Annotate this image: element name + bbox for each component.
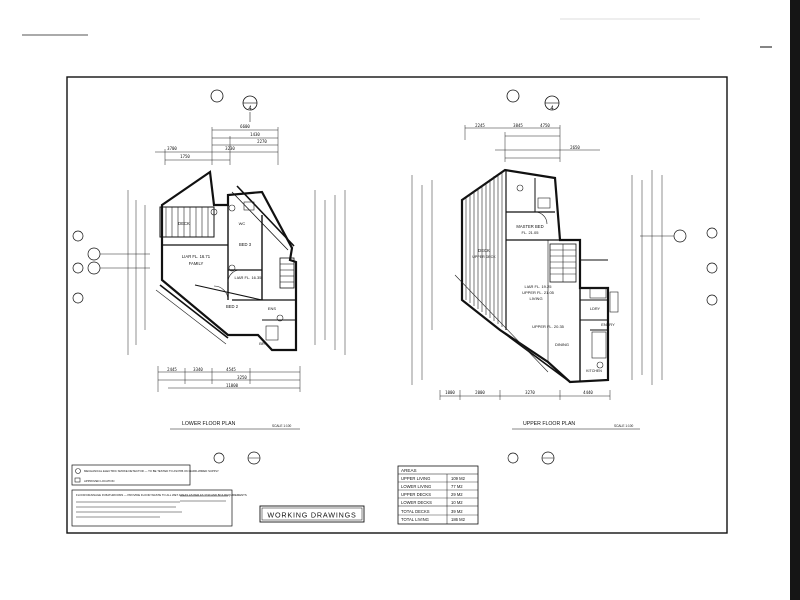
section-marker-bottom [213, 451, 261, 465]
room-label-bed3: BED 3 [239, 242, 252, 247]
room-label-wc: WC [239, 221, 246, 226]
dimension-label: 2245 [475, 123, 485, 128]
room-label-bed2: BED 2 [226, 304, 239, 309]
area-label: TOTAL DECKS [401, 509, 430, 514]
room-sub-deck: UPPER DECK [472, 255, 496, 259]
lower-room-labels: DECK LIAR FL. 16.71 FAMILY BED 3 BED 2 L… [178, 221, 276, 346]
section-number: 4 [550, 106, 554, 112]
dimension-strings-top: 6600 1430 2270 3230 1750 3700 [155, 124, 279, 165]
lower-floor-plan: 4 6600 1430 2270 3230 175 [72, 89, 346, 465]
stair-landing [279, 257, 295, 289]
room-sub-living-level: UPPER FL. 21.05 [522, 290, 555, 295]
working-drawings-stamp: WORKING DRAWINGS [259, 505, 365, 523]
room-label-deck: DECK [478, 248, 490, 253]
dimension-label: 3700 [167, 146, 177, 151]
area-label: UPPER LIVING [401, 476, 430, 481]
grid-bubbles-left [72, 230, 150, 304]
stair [549, 243, 577, 283]
room-label-deck: DECK [178, 221, 190, 226]
area-value: 186 M2 [451, 517, 466, 522]
room-label-kitchen: KITCHEN [586, 369, 602, 373]
floor-drainage-note: FLOOR DRAINAGE IN BATHROOMS — PROVIDE FL… [71, 489, 247, 527]
upper-floor-plan: 4 2245 3845 4750 2650 [411, 89, 718, 465]
room-sub-family: FAMILY [189, 261, 204, 266]
room-label-master-bed: MASTER BED [516, 224, 543, 229]
dimension-label: 2445 [167, 367, 177, 372]
room-label-living: LIVING [529, 296, 542, 301]
legend-note-approved: APPROVED LOCATION [84, 479, 114, 483]
stair [159, 206, 215, 238]
area-value: 29 M2 [451, 492, 463, 497]
area-label: LOWER LIVING [401, 484, 431, 489]
dimension-label: 4440 [583, 390, 593, 395]
legend-notes-box: MECHANICAL ELECTRIC SMOKE DETECTOR — TO … [71, 464, 219, 486]
dimension-strings-side [411, 170, 663, 385]
lower-plan-walls [155, 170, 298, 352]
area-value: 77 M2 [451, 484, 463, 489]
areas-heading: AREAS [401, 468, 417, 473]
upper-plan-walls [454, 168, 619, 384]
room-label-ens: ENS [268, 306, 277, 311]
dimension-label: 2000 [475, 390, 485, 395]
plan-title-lower: LOWER FLOOR PLAN [182, 421, 236, 427]
room-label-entry: ENTRY [601, 322, 615, 327]
dimension-label: 11000 [226, 383, 239, 388]
section-marker-top: 4 [210, 89, 258, 122]
dimension-strings-bottom: 1000 2000 3270 4440 [439, 390, 611, 400]
dimension-label: 6600 [240, 124, 250, 129]
area-value: 10 M2 [451, 500, 463, 505]
dimension-label: 1750 [180, 154, 190, 159]
dimension-label: 1430 [250, 132, 260, 137]
grid-bubbles-right [640, 227, 718, 306]
dimension-strings-bottom: 2445 3340 4545 3250 11000 [157, 366, 301, 392]
section-marker-top: 4 [506, 89, 560, 112]
room-label-dining: DINING [555, 342, 569, 347]
dimension-label: 3250 [237, 375, 247, 380]
plan-scale-lower: SCALE 1:100 [272, 424, 292, 428]
dimension-strings-top: 2245 3845 4750 2650 [464, 123, 600, 162]
area-label: UPPER DECKS [401, 492, 431, 497]
dimension-label: 2650 [570, 145, 580, 150]
areas-table: AREAS UPPER LIVING 109 M2 LOWER LIVING 7… [397, 465, 479, 525]
room-label-family: LIAR FL. 16.71 [182, 254, 211, 259]
section-marker-bottom [507, 451, 555, 465]
room-label-living-level: LIAR FL. 19.25 [525, 284, 553, 289]
room-label-laundry: LDRY [590, 307, 601, 311]
section-number: 4 [248, 106, 252, 112]
floor-drainage-text: FLOOR DRAINAGE IN BATHROOMS — PROVIDE FL… [76, 493, 247, 497]
dimension-label: 4545 [226, 367, 236, 372]
dimension-label: 3230 [225, 146, 235, 151]
dimension-label: 2270 [257, 139, 267, 144]
sheet-border [66, 76, 728, 534]
dimension-strings-side [127, 190, 346, 355]
deck-hatching [465, 170, 507, 330]
dimension-label: 3270 [525, 390, 535, 395]
area-value: 39 M2 [451, 509, 463, 514]
upper-room-labels: MASTER BED FL. 21.05 DECK UPPER DECK LIA… [472, 224, 615, 373]
dimension-label: 1000 [445, 390, 455, 395]
stamp-text: WORKING DRAWINGS [267, 511, 356, 520]
area-label: TOTAL LIVING [401, 517, 429, 522]
dimension-label: 4750 [540, 123, 550, 128]
legend-note-smoke-detector: MECHANICAL ELECTRIC SMOKE DETECTOR — TO … [84, 469, 219, 473]
room-label-hall-level: LIAR FL. 16.35 [235, 275, 263, 280]
area-label: LOWER DECKS [401, 500, 432, 505]
room-label-br: BR [259, 341, 265, 346]
area-value: 109 M2 [451, 476, 466, 481]
room-sub-master-bed: FL. 21.05 [522, 230, 540, 235]
room-label-dining-level: UPPER FL. 20.35 [532, 324, 565, 329]
scan-edge-right [790, 0, 800, 600]
dimension-label: 3340 [193, 367, 203, 372]
plan-title-upper: UPPER FLOOR PLAN [523, 421, 575, 427]
dimension-label: 3845 [513, 123, 523, 128]
plan-scale-upper: SCALE 1:100 [614, 424, 634, 428]
